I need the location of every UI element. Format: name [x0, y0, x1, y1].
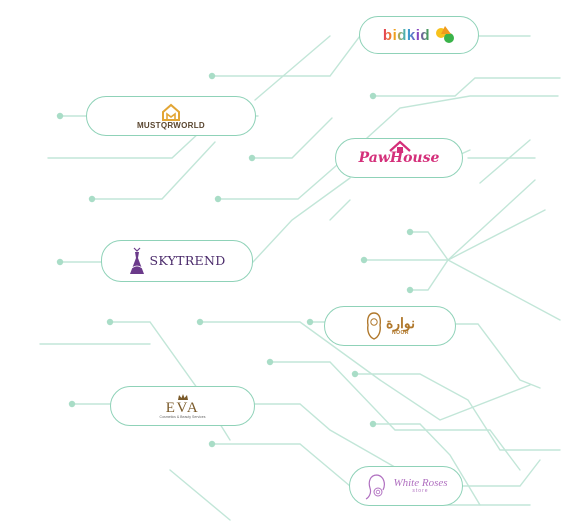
connector-node	[56, 258, 64, 266]
connector-line	[479, 139, 531, 184]
connector-node	[369, 92, 377, 100]
brand-card-nawara[interactable]: نوارة NOOR	[324, 306, 456, 346]
brand-card-eva[interactable]: EVA Cosmetics & Beauty Services	[110, 386, 255, 426]
connector-line	[363, 209, 546, 261]
eva-wordmark: EVA	[165, 399, 200, 416]
skytrend-logo: SKYTREND	[128, 246, 225, 276]
nawara-subtitle: NOOR	[392, 329, 409, 336]
connector-node	[351, 370, 359, 378]
sun-mascot-icon	[436, 26, 455, 43]
brand-card-skytrend[interactable]: SKYTREND	[101, 240, 253, 282]
connector-line	[254, 35, 331, 101]
connector-node	[248, 154, 256, 162]
pawhouse-wordmark: PawHouse	[358, 150, 440, 166]
brand-card-pawhouse[interactable]: PawHouse	[335, 138, 463, 178]
skytrend-wordmark: SKYTREND	[149, 252, 226, 268]
connector-line	[372, 423, 481, 506]
connector-line	[251, 117, 333, 159]
eva-logo: EVA Cosmetics & Beauty Services	[159, 393, 206, 420]
white-roses-subtitle: store	[412, 488, 429, 494]
connector-line	[447, 259, 561, 321]
woman-hijab-icon	[366, 312, 381, 340]
rose-woman-icon	[366, 474, 386, 500]
connector-line	[372, 77, 561, 97]
dress-icon	[130, 247, 145, 274]
connector-line	[455, 323, 541, 389]
connector-node	[208, 440, 216, 448]
connector-node	[106, 318, 114, 326]
mustqrworld-wordmark: MUSTQRWORLD	[136, 120, 206, 130]
connector-node	[196, 318, 204, 326]
bidkid-logo: bidkid	[383, 25, 455, 45]
mustqrworld-logo: MUSTQRWORLD	[137, 103, 205, 130]
connector-node	[406, 228, 414, 236]
connector-line	[409, 231, 449, 261]
connector-line	[252, 177, 351, 263]
crown-icon	[177, 393, 188, 400]
brand-card-white-roses[interactable]: White Roses store	[349, 466, 463, 506]
connector-node	[360, 256, 368, 264]
connector-line	[447, 179, 536, 261]
connector-line	[217, 95, 559, 200]
brand-card-mustqrworld[interactable]: MUSTQRWORLD	[86, 96, 256, 136]
connector-node	[56, 112, 64, 120]
connector-line	[354, 373, 561, 451]
connector-line	[211, 443, 351, 487]
brand-card-bidkid[interactable]: bidkid	[359, 16, 479, 54]
bidkid-wordmark-text: bidkid	[382, 26, 431, 44]
connector-node	[208, 72, 216, 80]
connector-node	[406, 286, 414, 294]
nawara-wordmark: نوارة	[385, 315, 416, 332]
nawara-logo: نوارة NOOR	[365, 311, 415, 341]
connector-node	[214, 195, 222, 203]
connector-node	[88, 195, 96, 203]
house-roof-icon	[388, 140, 411, 153]
connector-node	[266, 358, 274, 366]
connector-line	[254, 403, 531, 506]
white-roses-logo: White Roses store	[364, 472, 448, 500]
pawhouse-logo: PawHouse	[358, 140, 440, 166]
connector-node	[68, 400, 76, 408]
connector-line	[329, 199, 351, 221]
eva-subtitle: Cosmetics & Beauty Services	[159, 414, 206, 419]
connector-line	[462, 459, 541, 487]
connector-line	[91, 141, 216, 200]
house-icon	[161, 103, 180, 121]
white-roses-wordmark: White Roses	[393, 477, 448, 489]
connector-line	[169, 469, 231, 521]
bidkid-wordmark: bidkid	[383, 28, 430, 43]
connector-node	[306, 318, 314, 326]
connector-line	[199, 321, 531, 421]
connector-line	[269, 361, 521, 471]
connector-node	[369, 420, 377, 428]
connector-line	[409, 259, 449, 291]
